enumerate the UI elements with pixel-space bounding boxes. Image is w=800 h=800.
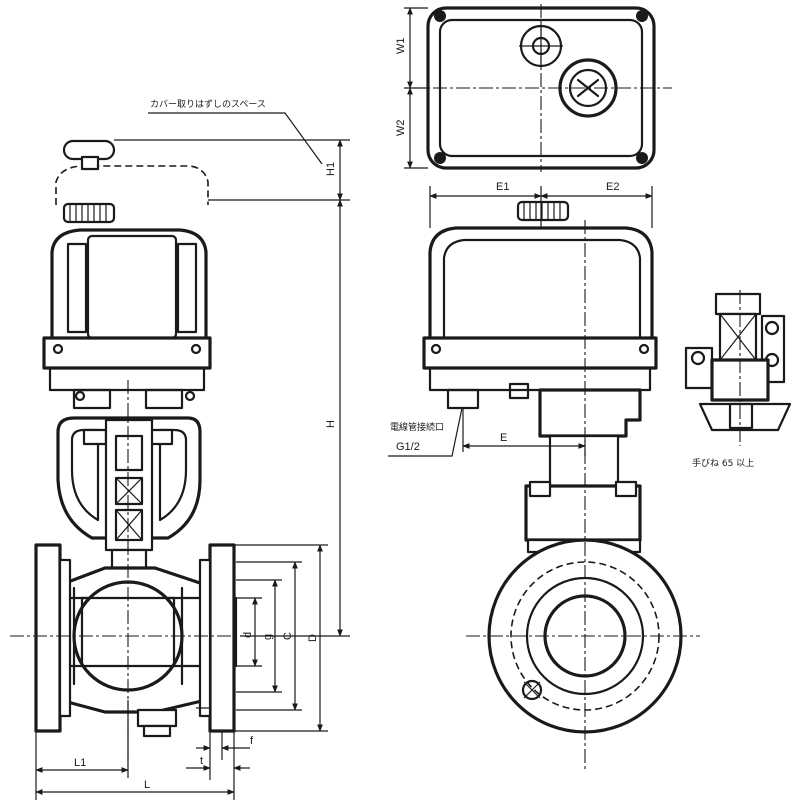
actuator-base <box>42 336 212 370</box>
cover-removal-outline <box>55 165 209 205</box>
actuator-cover <box>50 228 208 340</box>
dimensions-left <box>35 112 350 800</box>
dim-t: t <box>200 755 203 767</box>
front-actuator-cover <box>428 226 654 340</box>
dim-E: E <box>500 432 507 444</box>
handwheel-detail <box>684 290 792 446</box>
flange-left <box>34 543 62 733</box>
front-yoke <box>538 388 642 438</box>
conduit-port-label: 電線管接続口 <box>390 421 444 433</box>
conduit-port <box>446 388 480 410</box>
dim-g: g <box>262 634 274 640</box>
flange-right <box>208 543 236 733</box>
cover-rib-left <box>66 242 88 334</box>
grip-note: 手びね 65 以上 <box>692 457 754 469</box>
front-elevation-view <box>422 200 683 734</box>
dim-H1: H1 <box>325 162 337 176</box>
dim-H: H <box>325 420 337 428</box>
cover-rib-right <box>176 242 198 334</box>
cover-space-label: カバー取りはずしのスペース <box>150 99 266 110</box>
dim-E1: E1 <box>496 181 509 193</box>
dim-D: D <box>307 634 319 642</box>
cover-space-leader <box>148 112 323 165</box>
gland <box>72 388 112 410</box>
dim-d: d <box>242 632 254 638</box>
dim-L: L <box>144 779 150 791</box>
conduit-leader <box>388 407 463 457</box>
front-actuator-base <box>422 336 658 370</box>
drain-plug <box>136 708 178 728</box>
dim-W2: W2 <box>395 120 407 137</box>
coupling-column <box>104 418 154 552</box>
dim-L1: L1 <box>74 757 86 769</box>
conduit-size-label: G1/2 <box>396 441 420 453</box>
dim-f: f <box>250 735 254 747</box>
side-elevation-view <box>34 139 238 738</box>
dim-C: C <box>282 632 294 640</box>
detail-top <box>714 292 762 316</box>
dim-E2: E2 <box>606 181 619 193</box>
knob-raised-stem <box>80 155 100 171</box>
dim-W1: W1 <box>395 38 407 55</box>
actuator-base-lower <box>48 366 206 392</box>
plan-view <box>426 6 656 170</box>
